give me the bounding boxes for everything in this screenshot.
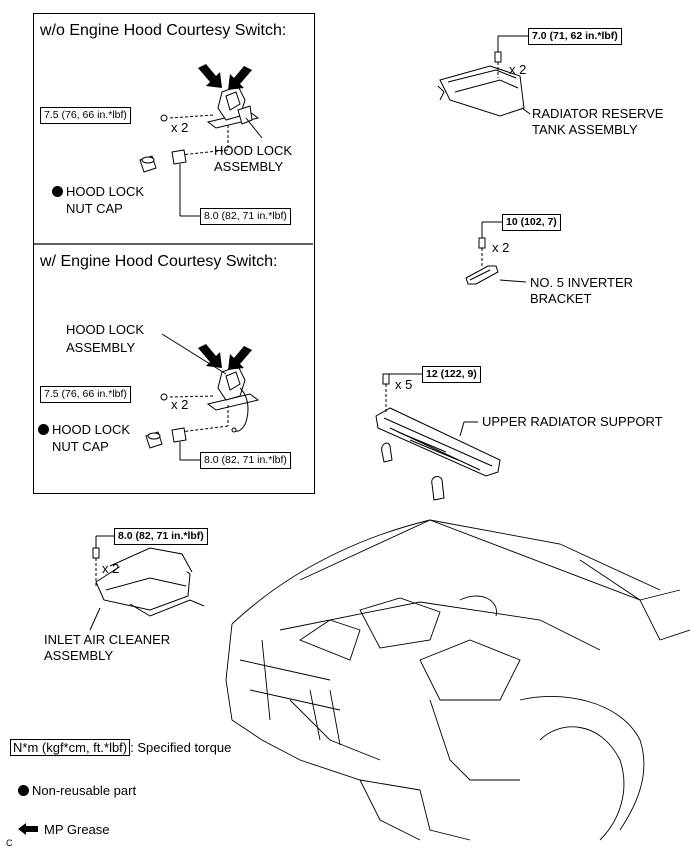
radiator-support-label: UPPER RADIATOR SUPPORT	[482, 414, 663, 429]
legend-grease: MP Grease	[18, 822, 110, 838]
torque-box-air-cleaner: 8.0 (82, 71 in.*lbf)	[114, 528, 208, 545]
air-cleaner-label-2: ASSEMBLY	[44, 648, 114, 663]
legend-torque-unit-box: N*m (kgf*cm, ft.*lbf)	[10, 739, 131, 756]
nut-cap-label-top-1: HOOD LOCK	[52, 184, 144, 200]
legend-nonreusable: Non-reusable part	[18, 783, 136, 799]
corner-code: C	[6, 838, 13, 848]
panel-top-title: w/o Engine Hood Courtesy Switch:	[40, 22, 287, 39]
torque-box-top-bottom: 8.0 (82, 71 in.*lbf)	[200, 208, 291, 225]
inverter-bracket-label-1: NO. 5 INVERTER	[530, 275, 634, 290]
torque-box-inverter-bracket: 10 (102, 7)	[502, 214, 561, 231]
panel-bottom-title: w/ Engine Hood Courtesy Switch:	[40, 253, 278, 270]
mp-grease-arrow-icon	[198, 64, 222, 88]
torque-box-radiator-tank: 7.0 (71, 62 in.*lbf)	[528, 28, 622, 45]
torque-box-bottom-bottom: 8.0 (82, 71 in.*lbf)	[200, 452, 291, 469]
hood-lock-assembly-drawing-bottom	[160, 333, 260, 461]
hood-lock-label-top-1: HOOD LOCK	[214, 143, 293, 158]
mp-grease-arrow-icon	[228, 346, 252, 370]
torque-box-radiator-support: 12 (122, 9)	[422, 366, 481, 383]
torque-box-top-left: 7.5 (76, 66 in.*lbf)	[40, 107, 131, 124]
panel-without-courtesy-switch	[33, 13, 315, 494]
qty-air-cleaner: x 2	[102, 561, 120, 576]
hood-lock-nut-cap-drawing-bottom	[145, 431, 163, 449]
radiator-tank-label-2: TANK ASSEMBLY	[532, 122, 638, 137]
non-reusable-dot-icon	[38, 424, 49, 435]
qty-inverter-bracket: x 2	[492, 240, 510, 255]
inlet-air-cleaner-drawing	[89, 535, 205, 631]
qty-bottom-left: x 2	[171, 397, 189, 412]
hood-lock-label-top-2: ASSEMBLY	[214, 159, 284, 174]
mp-grease-arrow-icon	[228, 66, 252, 90]
legend-nonreusable-text: Non-reusable part	[32, 783, 137, 798]
mp-grease-arrow-icon	[198, 344, 222, 368]
radiator-reserve-tank-drawing	[437, 35, 531, 117]
hood-lock-assembly-drawing-top	[160, 85, 263, 217]
legend-torque: N*m (kgf*cm, ft.*lbf): Specified torque	[10, 739, 232, 756]
mp-grease-arrow-icon	[18, 823, 38, 835]
hood-lock-label-bottom-1: HOOD LOCK	[66, 322, 145, 337]
nut-cap-label-top-2: NUT CAP	[66, 201, 123, 216]
torque-box-bottom-left: 7.5 (76, 66 in.*lbf)	[40, 386, 131, 403]
nut-cap-label-bottom-2: NUT CAP	[52, 439, 109, 454]
non-reusable-dot-icon	[52, 186, 63, 197]
vehicle-front-drawing	[225, 519, 690, 841]
upper-radiator-support-drawing	[375, 373, 501, 501]
legend-torque-text: : Specified torque	[130, 740, 232, 755]
hood-lock-nut-cap-drawing-top	[139, 155, 157, 173]
inverter-bracket-drawing	[465, 221, 527, 285]
inverter-bracket-label-2: BRACKET	[530, 291, 592, 306]
non-reusable-dot-icon	[18, 785, 29, 796]
legend-grease-text: MP Grease	[44, 822, 110, 837]
air-cleaner-label-1: INLET AIR CLEANER	[44, 632, 171, 647]
qty-top-left: x 2	[171, 120, 189, 135]
qty-radiator-tank: x 2	[509, 62, 527, 77]
radiator-tank-label-1: RADIATOR RESERVE	[532, 106, 664, 121]
hood-lock-label-bottom-2: ASSEMBLY	[66, 340, 136, 355]
qty-radiator-support: x 5	[395, 377, 413, 392]
nut-cap-label-bottom-1: HOOD LOCK	[38, 422, 130, 438]
